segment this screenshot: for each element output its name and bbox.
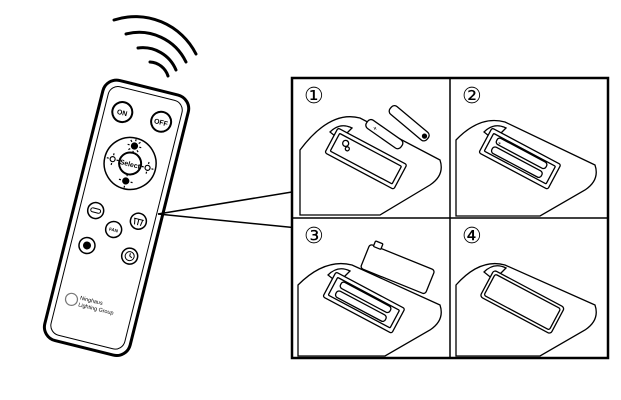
lamp-icon <box>133 217 144 227</box>
remote-control: ON OFF Select <box>42 78 191 358</box>
sun-bright-icon[interactable] <box>126 138 143 155</box>
panel-step-1: ① + <box>299 84 442 216</box>
off-button-label: OFF <box>153 118 169 128</box>
clock-button[interactable] <box>120 246 139 265</box>
sun-left-icon[interactable] <box>105 152 120 167</box>
sun-dim-icon[interactable] <box>117 172 134 189</box>
on-button-label: ON <box>116 109 128 118</box>
step-number-3: ③ <box>304 224 324 249</box>
panel-step-3: ③ <box>297 224 442 357</box>
off-button[interactable]: OFF <box>149 110 173 134</box>
step-number-1: ① <box>304 84 324 109</box>
lamp-button[interactable] <box>129 212 148 231</box>
step-number-2: ② <box>462 84 482 109</box>
sun-right-icon[interactable] <box>140 161 155 176</box>
brand-name: Ninghaus <box>79 295 103 307</box>
select-button-label: Select <box>119 159 141 171</box>
panel-step-4: ④ <box>455 224 597 357</box>
battery-install-step-2-icon: + <box>455 119 597 217</box>
step-number-4: ④ <box>462 224 482 249</box>
panel-step-2: ② + <box>455 84 597 217</box>
light-bar-button[interactable] <box>86 201 105 220</box>
brand-logo-icon <box>64 292 79 306</box>
panel-grid: ① + ② <box>290 76 610 360</box>
svg-text:+: + <box>496 141 502 148</box>
fan-button-label: FAN <box>109 226 119 233</box>
light-bar-icon <box>90 207 102 214</box>
timer-button[interactable] <box>77 236 96 255</box>
callout-lines <box>157 190 299 229</box>
wifi-signal-icon <box>112 15 198 78</box>
remote-inner-border <box>50 86 183 350</box>
fan-speed-button[interactable]: FAN <box>104 220 123 239</box>
timer-icon <box>82 241 91 250</box>
battery-install-step-3-icon <box>297 240 442 357</box>
select-dial[interactable]: Select <box>99 132 162 195</box>
battery-install-step-1-icon: + <box>299 104 442 216</box>
svg-text:+: + <box>371 125 378 133</box>
on-button[interactable]: ON <box>110 100 134 124</box>
clock-icon <box>124 251 135 262</box>
battery-install-step-4-icon <box>455 262 597 357</box>
remote-body <box>42 78 191 358</box>
